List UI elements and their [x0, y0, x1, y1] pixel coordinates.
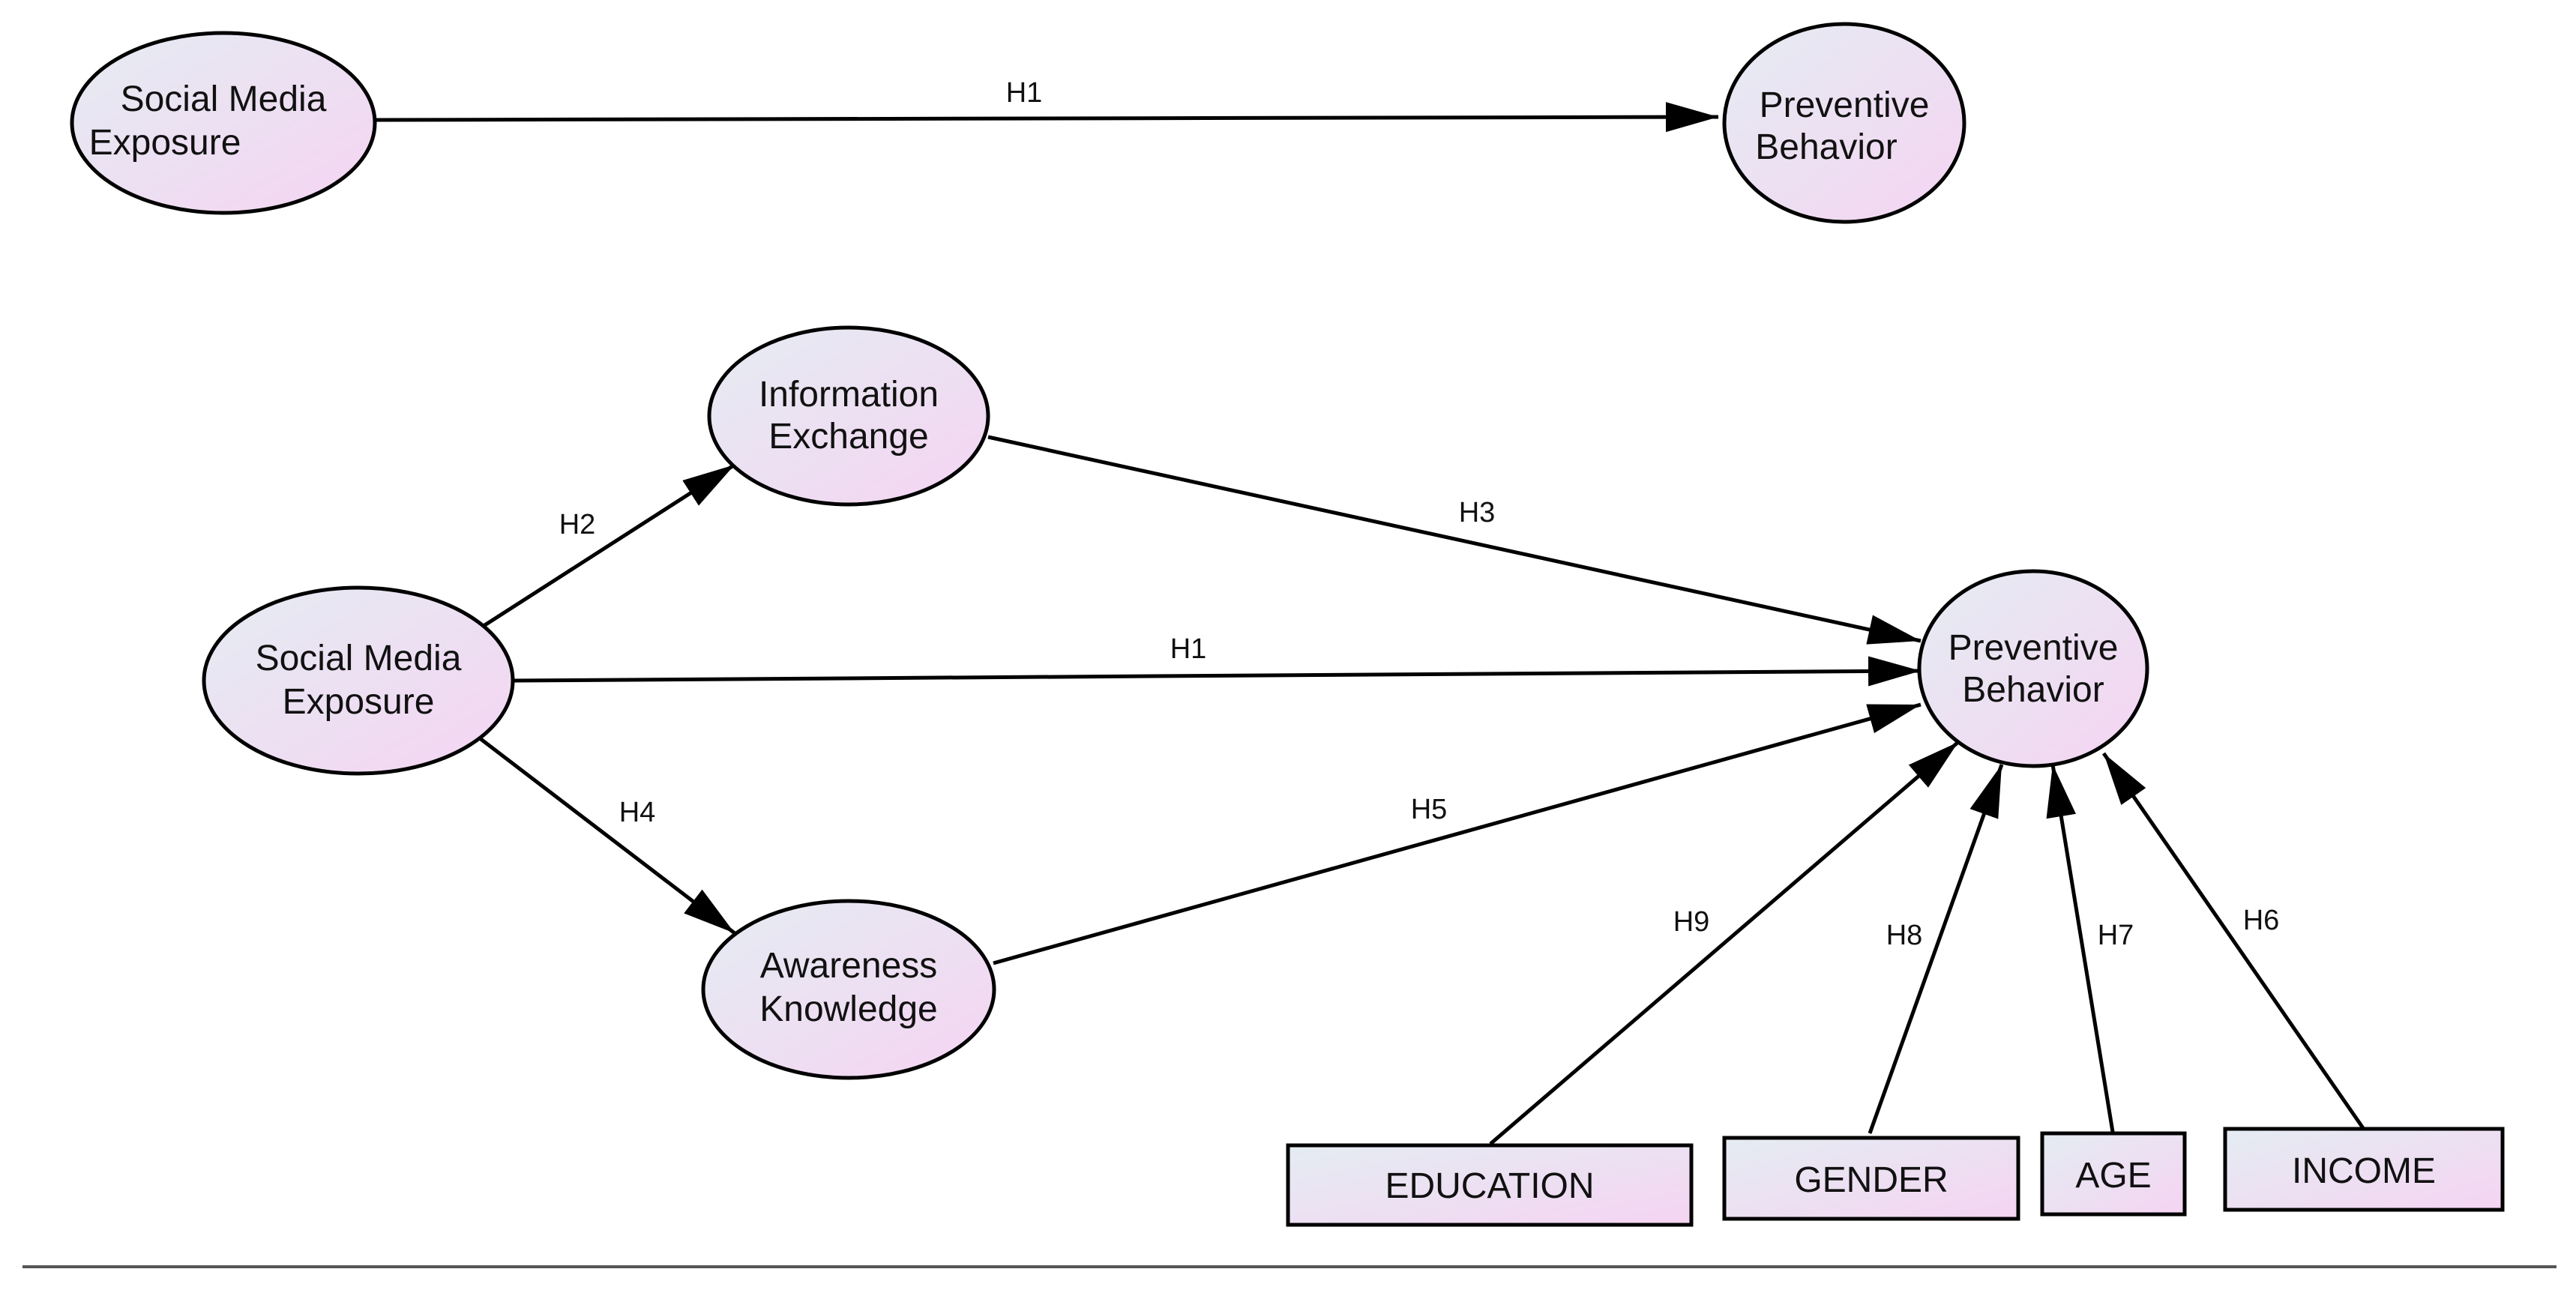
edge-h2-label: H2 [559, 509, 596, 540]
node-ie-line2: Exchange [768, 417, 929, 456]
control-income-label: INCOME [2292, 1151, 2436, 1191]
control-income: INCOME [2223, 1127, 2505, 1212]
edge-h9 [1489, 741, 1960, 1145]
edge-h9-label: H9 [1673, 906, 1710, 938]
node-pb-line2: Behavior [1962, 670, 2104, 710]
top-edge-h1 [374, 102, 1719, 133]
edge-h3 [987, 435, 1922, 645]
control-gender: GENDER [1722, 1136, 2020, 1221]
edge-h1-label: H1 [1170, 633, 1207, 665]
edge-h6 [2101, 752, 2365, 1130]
node-ak-line1: Awareness [760, 946, 938, 986]
edge-h4 [478, 737, 736, 935]
top-node-sme-line2: Exposure [89, 123, 241, 163]
node-sme-line1: Social Media [256, 639, 462, 678]
edge-h1 [512, 656, 1922, 687]
top-node-preventive-behavior: Preventive Behavior [1722, 22, 1966, 224]
control-education-label: EDUCATION [1385, 1166, 1594, 1206]
top-node-pb-line1: Preventive [1760, 85, 1930, 125]
node-social-media-exposure: Social Media Exposure [202, 585, 515, 776]
node-awareness-knowledge: Awareness Knowledge [701, 899, 996, 1080]
control-gender-label: GENDER [1794, 1160, 1948, 1200]
edge-h8-label: H8 [1886, 920, 1923, 951]
edge-h3-label: H3 [1459, 497, 1496, 528]
control-education: EDUCATION [1286, 1143, 1694, 1227]
edge-h6-label: H6 [2243, 905, 2280, 936]
node-information-exchange: Information Exchange [707, 325, 990, 507]
control-age: AGE [2040, 1131, 2187, 1217]
top-model: H1 Social Media Exposure Preventive Beha… [70, 22, 1966, 224]
control-age-label: AGE [2075, 1156, 2151, 1196]
edge-h5 [993, 702, 1922, 965]
node-ak-line2: Knowledge [759, 989, 938, 1029]
top-node-social-media-exposure: Social Media Exposure [70, 31, 377, 215]
node-pb-line1: Preventive [1948, 628, 2119, 668]
top-node-sme-line1: Social Media [121, 79, 327, 119]
node-sme-line2: Exposure [283, 682, 435, 722]
edge-h2 [482, 462, 736, 628]
edge-h8 [1868, 764, 2004, 1134]
top-edge-h1-label: H1 [1006, 77, 1043, 109]
edge-h7 [2046, 764, 2115, 1133]
edge-h5-label: H5 [1411, 794, 1448, 825]
edge-h4-label: H4 [619, 797, 656, 828]
node-ie-line1: Information [759, 375, 939, 415]
node-preventive-behavior: Preventive Behavior [1917, 569, 2149, 768]
edge-h7-label: H7 [2098, 920, 2134, 951]
main-model: H2 H4 H1 H3 H5 H9 H8 H7 H6 Information E… [202, 325, 2505, 1227]
top-node-pb-line2: Behavior [1755, 127, 1897, 167]
